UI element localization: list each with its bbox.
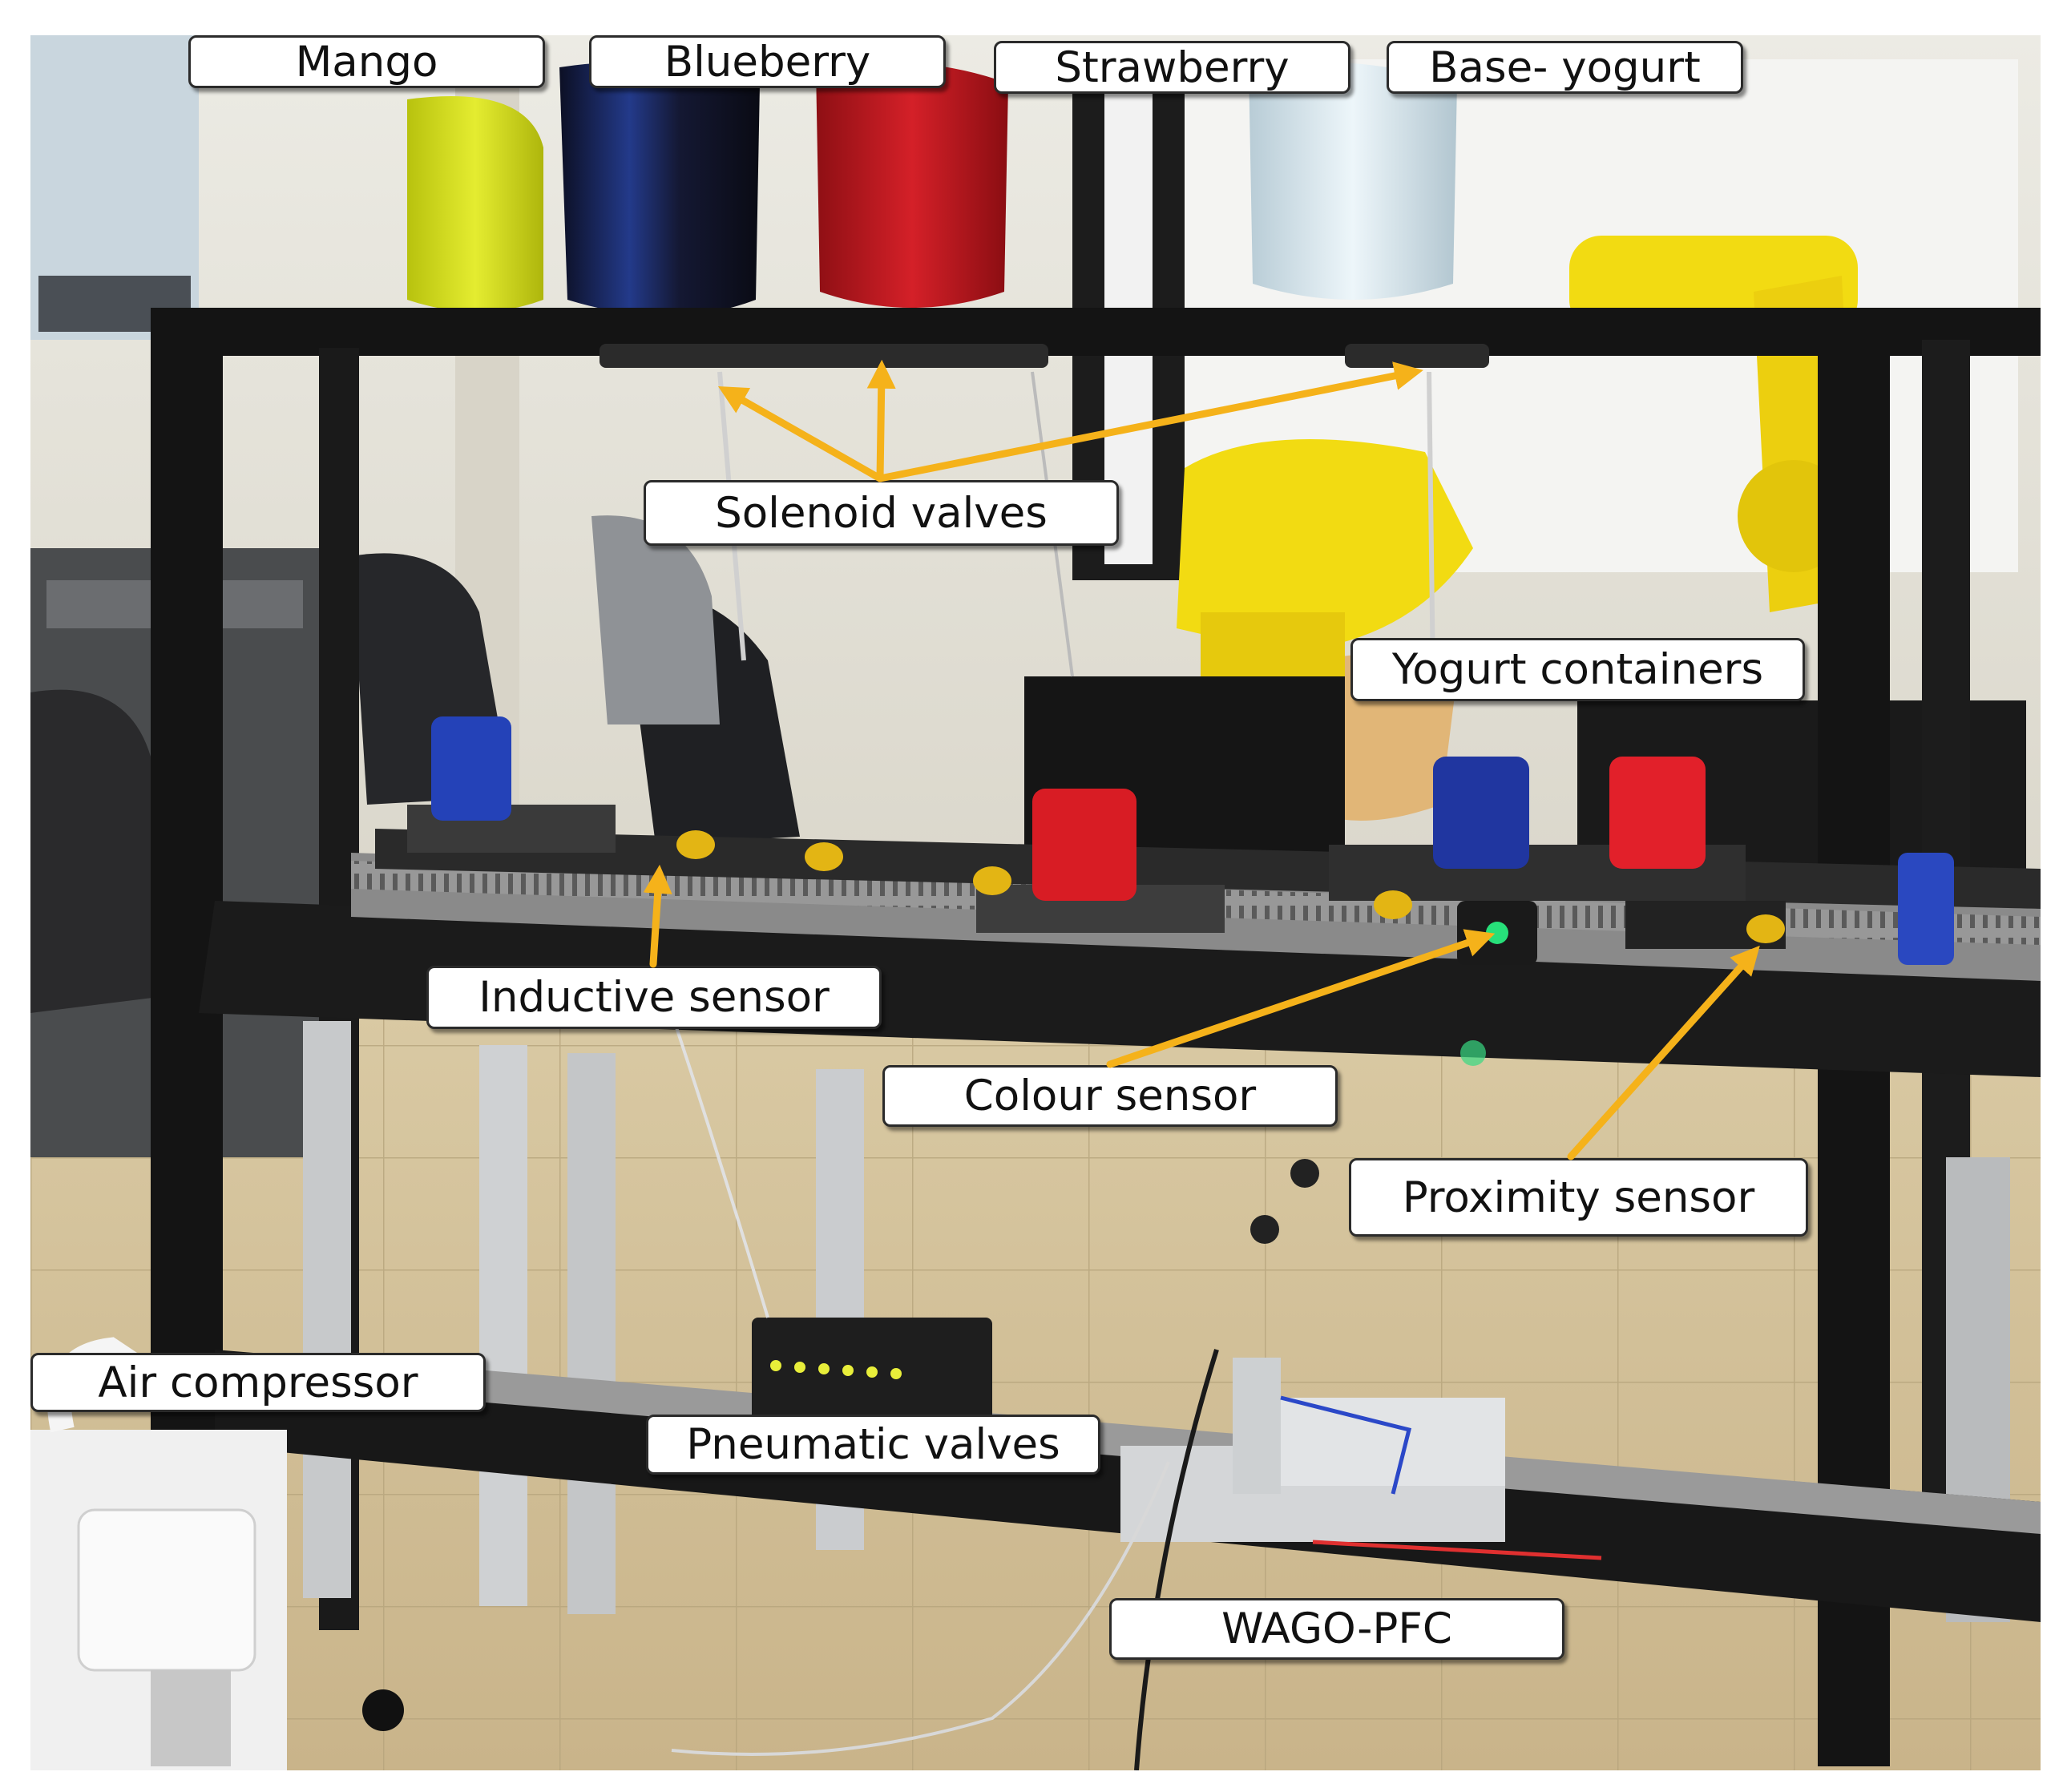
wago-pfc-label: WAGO-PFC: [1109, 1598, 1564, 1660]
photo: [30, 35, 2041, 1770]
strawberry-label: Strawberry: [994, 41, 1350, 94]
solenoid-valves-label: Solenoid valves: [644, 480, 1119, 546]
mango-label: Mango: [188, 35, 545, 88]
air-compressor-label: Air compressor: [30, 1353, 486, 1412]
blueberry-label: Blueberry: [589, 35, 946, 88]
inductive-sensor-label: Inductive sensor: [426, 966, 882, 1029]
yogurt-containers-label: Yogurt containers: [1350, 638, 1805, 701]
pneumatic-valves-label: Pneumatic valves: [646, 1415, 1100, 1475]
proximity-sensor-label: Proximity sensor: [1349, 1158, 1808, 1237]
colour-sensor-label: Colour sensor: [882, 1065, 1338, 1127]
base-yogurt-label: Base- yogurt: [1387, 41, 1743, 94]
lab-setup-scene: [30, 35, 2041, 1770]
